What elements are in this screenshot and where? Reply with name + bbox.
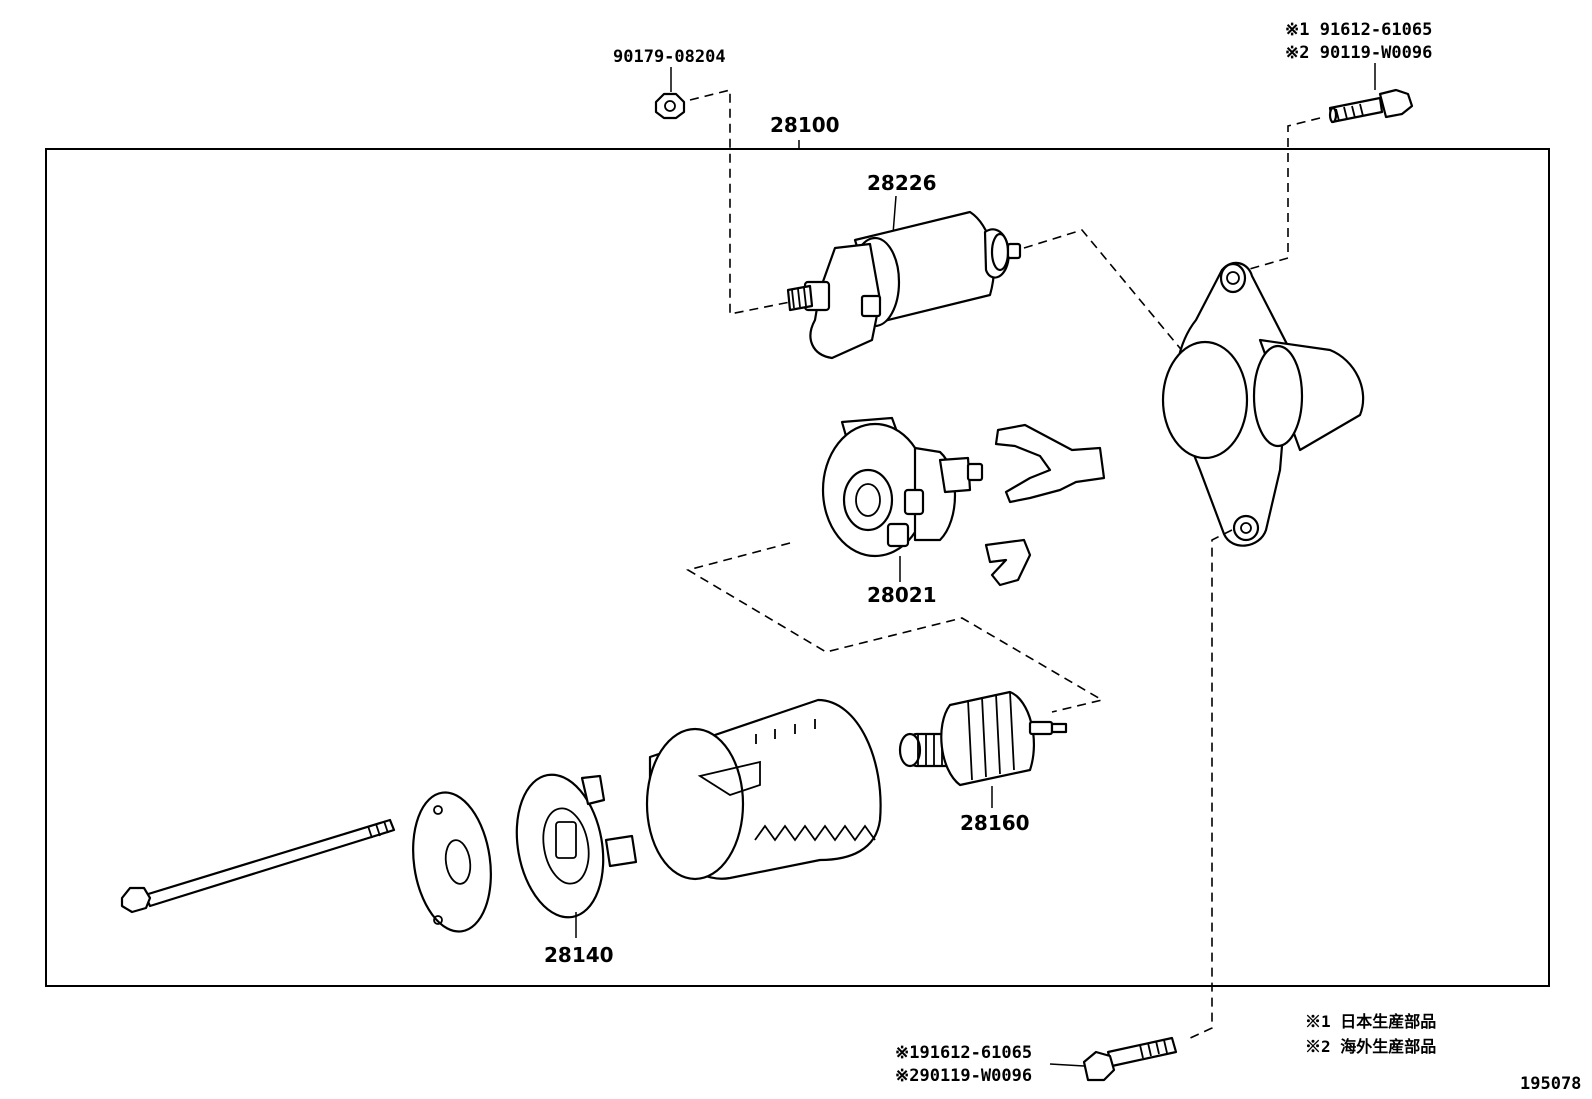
top-bolt-label-1: ※1 91612-61065: [1285, 20, 1432, 40]
top-bolt-dash-line: [1245, 117, 1321, 271]
lever-bracket-icon: [984, 538, 1032, 587]
nut-dash-line: [689, 88, 791, 315]
solenoid-label: 28226: [867, 171, 937, 195]
end-frame-label: 28140: [544, 943, 614, 967]
brush-holder-label: 28021: [867, 583, 937, 607]
bolt-icon: [1328, 88, 1414, 124]
end-cover-icon: [412, 791, 492, 933]
end-frame-icon: [515, 773, 638, 919]
legend-line-2: ※2 海外生産部品: [1305, 1037, 1436, 1056]
yoke-icon: [645, 698, 882, 881]
bottom-bolt-leader: [1049, 1063, 1085, 1067]
solenoid-icon: [786, 210, 1022, 360]
legend-line-1: ※1 日本生産部品: [1305, 1012, 1436, 1031]
assembly-label: 28100: [770, 113, 840, 137]
nut-icon: [654, 92, 686, 120]
brush-holder-icon: [821, 416, 984, 558]
shift-lever-icon: [994, 423, 1106, 504]
armature-icon: [898, 690, 1068, 787]
diagram-number: 195078: [1520, 1074, 1581, 1094]
top-bolt-label-2: ※2 90119-W0096: [1285, 43, 1432, 63]
assembly-dash-line: [685, 542, 1105, 713]
bottom-bolt-label-2: ※290119-W0096: [895, 1066, 1032, 1086]
bottom-bolt-label-1: ※191612-61065: [895, 1043, 1032, 1063]
bottom-bolt-dash-line: [1185, 529, 1233, 1041]
bottom-bolt-icon: [1082, 1036, 1178, 1082]
top-nut-label: 90179-08204: [613, 47, 726, 67]
through-bolt-icon: [120, 818, 396, 914]
drive-housing-icon: [1161, 261, 1365, 547]
assembly-frame: [45, 148, 1550, 987]
armature-label: 28160: [960, 811, 1030, 835]
solenoid-leader: [892, 195, 897, 235]
